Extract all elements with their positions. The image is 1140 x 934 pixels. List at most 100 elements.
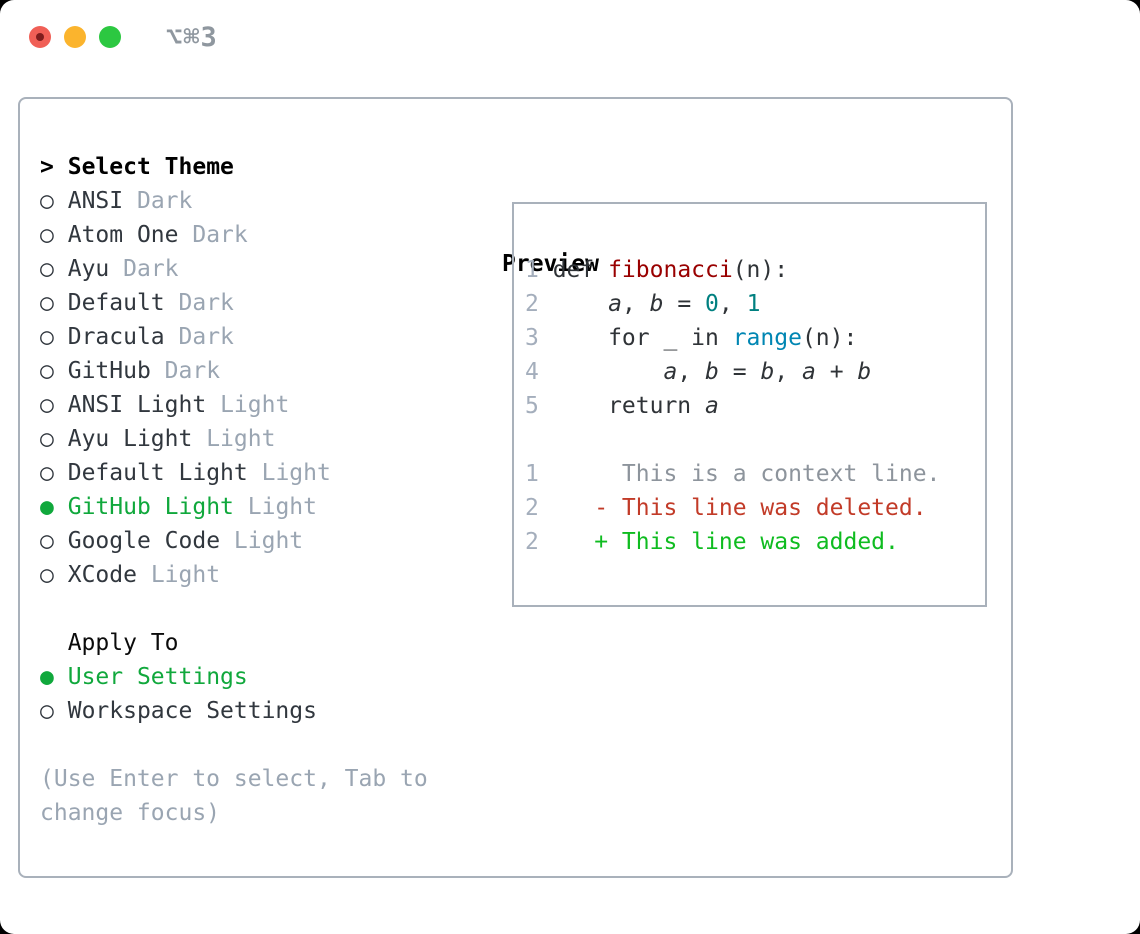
theme-option-ayu-light[interactable]: ○ Ayu Light Light — [40, 422, 460, 456]
theme-name: Ayu Light — [67, 426, 193, 452]
preview-line: 1 This is a context line. — [525, 457, 985, 491]
theme-option-atom-one[interactable]: ○ Atom One Dark — [40, 218, 460, 252]
radio-icon: ○ — [40, 324, 54, 350]
code-segment: 1 — [746, 291, 761, 317]
theme-option-default-light[interactable]: ○ Default Light Light — [40, 456, 460, 490]
gap — [54, 392, 68, 418]
theme-variant: Light — [206, 426, 276, 452]
close-button[interactable] — [29, 26, 51, 48]
theme-option-github-light[interactable]: ● GitHub Light Light — [40, 490, 460, 524]
radio-icon: ○ — [40, 188, 54, 214]
code-segment: - This line was deleted. — [552, 495, 927, 521]
radio-icon: ○ — [40, 392, 54, 418]
spacer — [40, 728, 460, 762]
apply-option-workspace-settings[interactable]: ○ Workspace Settings — [40, 694, 460, 728]
code-segment: , — [677, 359, 706, 385]
theme-option-google-code[interactable]: ○ Google Code Light — [40, 524, 460, 558]
zoom-button[interactable] — [99, 26, 121, 48]
radio-icon: ○ — [40, 290, 54, 316]
code-segment: , — [774, 359, 802, 385]
gap — [137, 562, 151, 588]
theme-variant: Light — [233, 528, 304, 554]
gap — [54, 222, 68, 248]
gap — [234, 494, 248, 520]
theme-variant: Light — [247, 494, 317, 520]
radio-icon: ○ — [40, 358, 54, 384]
theme-name: ANSI Light — [67, 392, 207, 418]
gap — [54, 698, 68, 724]
gap — [54, 290, 68, 316]
gap — [165, 324, 179, 350]
code-segment: + This line was added. — [552, 529, 899, 555]
radio-icon: ○ — [40, 426, 54, 452]
code-segment: b — [857, 359, 872, 385]
preview-line — [525, 219, 985, 253]
theme-variant: Dark — [192, 222, 248, 248]
gap — [54, 358, 68, 384]
apply-option-label: User Settings — [67, 664, 248, 690]
radio-icon: ○ — [40, 562, 54, 588]
code-segment: , — [718, 291, 747, 317]
theme-name: Default Light — [67, 460, 248, 486]
gap — [165, 290, 179, 316]
code-segment: a — [608, 291, 622, 317]
code-segment: return — [552, 393, 706, 419]
code-segment: range — [732, 325, 802, 351]
theme-variant: Dark — [123, 256, 179, 282]
code-segment: (n): — [801, 325, 858, 351]
theme-list-title: Select Theme — [67, 154, 234, 180]
code-segment: for _ in — [552, 325, 733, 351]
code-segment: = — [663, 291, 706, 317]
theme-option-ayu[interactable]: ○ Ayu Dark — [40, 252, 460, 286]
gap — [220, 528, 234, 554]
radio-icon: ○ — [40, 698, 54, 724]
gap — [54, 528, 68, 554]
theme-name: Ayu — [67, 256, 110, 282]
code-segment: b — [705, 359, 719, 385]
theme-name: GitHub Light — [67, 494, 234, 520]
theme-list-header: > Select Theme — [40, 150, 460, 184]
theme-option-ansi[interactable]: ○ ANSI Dark — [40, 184, 460, 218]
theme-option-default[interactable]: ○ Default Dark — [40, 286, 460, 320]
preview-line: 5 return a — [525, 389, 985, 423]
preview-line: 2 a, b = 0, 1 — [525, 287, 985, 321]
line-number: 5 — [525, 393, 539, 419]
code-segment: = — [718, 359, 761, 385]
gap — [123, 188, 137, 214]
theme-name: Atom One — [67, 222, 179, 248]
theme-name: ANSI — [67, 188, 124, 214]
theme-variant: Dark — [178, 324, 234, 350]
theme-name: Google Code — [67, 528, 221, 554]
apply-option-user-settings[interactable]: ● User Settings — [40, 660, 460, 694]
theme-variant: Dark — [136, 188, 193, 214]
theme-variant: Light — [261, 460, 331, 486]
theme-variant: Dark — [178, 290, 234, 316]
keyboard-hint: (Use Enter to select, Tab to change focu… — [40, 766, 428, 826]
preview-title: Preview — [502, 251, 599, 277]
theme-name: Dracula — [67, 324, 165, 350]
theme-dialog: > Select Theme ○ ANSI Dark○ Atom One Dar… — [18, 97, 1013, 878]
theme-variant: Light — [220, 392, 290, 418]
minimize-button[interactable] — [64, 26, 86, 48]
theme-option-dracula[interactable]: ○ Dracula Dark — [40, 320, 460, 354]
code-segment: fibonacci — [608, 257, 733, 283]
preview-line: 3 for _ in range(n): — [525, 321, 985, 355]
line-number: 2 — [525, 495, 539, 521]
theme-variant: Light — [150, 562, 221, 588]
code-segment: (n): — [732, 257, 789, 283]
apply-option-label: Workspace Settings — [67, 698, 317, 724]
code-segment: a — [705, 393, 719, 419]
radio-icon: ○ — [40, 528, 54, 554]
theme-variant: Dark — [164, 358, 221, 384]
theme-option-ansi-light[interactable]: ○ ANSI Light Light — [40, 388, 460, 422]
radio-selected-icon: ● — [40, 664, 54, 690]
theme-option-github[interactable]: ○ GitHub Dark — [40, 354, 460, 388]
theme-option-xcode[interactable]: ○ XCode Light — [40, 558, 460, 592]
code-segment: a — [802, 359, 816, 385]
gap — [206, 392, 220, 418]
code-segment: + — [815, 359, 858, 385]
code-segment: 0 — [705, 291, 719, 317]
line-number: 4 — [525, 359, 539, 385]
